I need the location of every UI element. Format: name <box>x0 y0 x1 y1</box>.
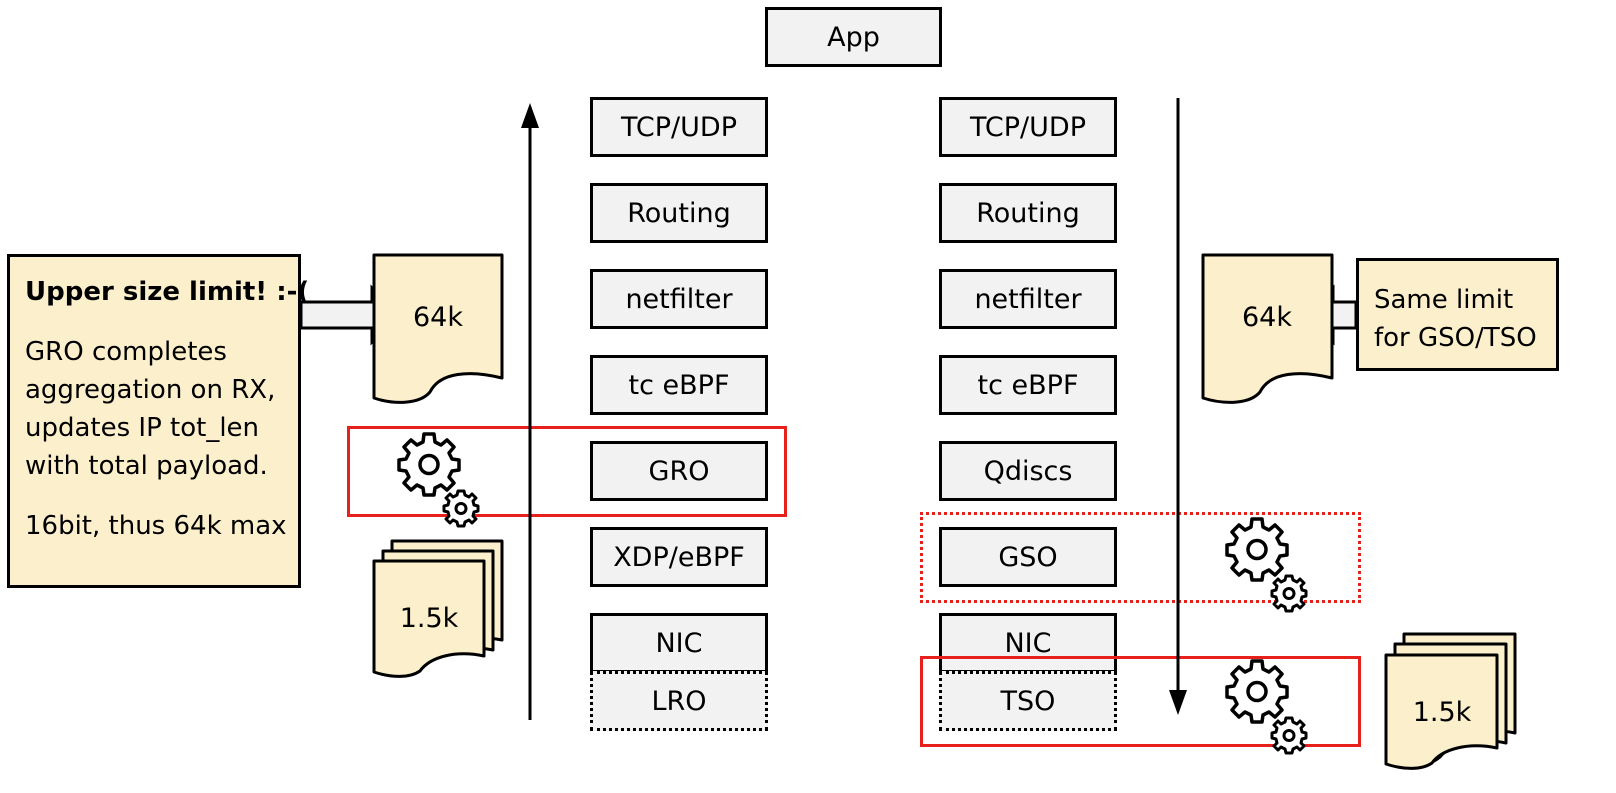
rx-layer-tcp-udp: TCP/UDP <box>590 97 768 157</box>
rx-layer-nic: NIC <box>590 613 768 673</box>
tx-segment-packets-document: 1.5k <box>1384 632 1517 770</box>
rx-note-footer: 16bit, thus 64k max <box>25 511 287 541</box>
tx-layer-tcp-udp: TCP/UDP <box>939 97 1117 157</box>
rx-layer-routing: Routing <box>590 183 768 243</box>
tx-direction-arrow <box>1169 98 1187 715</box>
tx-layer-gso: GSO <box>939 527 1117 587</box>
gear-icon <box>1225 659 1308 755</box>
tx-note-line-2: for GSO/TSO <box>1374 323 1537 353</box>
rx-note-line-1: GRO completes <box>25 337 227 367</box>
rx-size-limit-note: Upper size limit! :-( GRO completes aggr… <box>7 254 310 588</box>
tx-layer-nic: NIC <box>939 613 1117 673</box>
tx-segment-size-label: 1.5k <box>1413 697 1472 728</box>
tx-same-limit-note: Same limit for GSO/TSO <box>1356 258 1559 371</box>
tx-aggregate-size-label: 64k <box>1242 302 1292 333</box>
rx-note-line-4: with total payload. <box>25 451 268 481</box>
gro-highlight-frame <box>347 426 787 517</box>
tx-layer-qdiscs: Qdiscs <box>939 441 1117 501</box>
rx-direction-arrow <box>521 103 539 720</box>
rx-layer-tc-ebpf: tc eBPF <box>590 355 768 415</box>
rx-aggregate-size-label: 64k <box>413 302 463 333</box>
gear-icon <box>397 432 480 528</box>
tx-layer-netfilter: netfilter <box>939 269 1117 329</box>
gear-icon <box>1225 517 1308 613</box>
tx-layer-tso: TSO <box>939 671 1117 731</box>
tx-layer-routing: Routing <box>939 183 1117 243</box>
tx-aggregate-packet-document: 64k <box>1201 253 1334 404</box>
rx-segment-packets-document: 1.5k <box>372 539 504 678</box>
rx-segment-size-label: 1.5k <box>400 603 459 634</box>
tx-layer-tc-ebpf: tc eBPF <box>939 355 1117 415</box>
tso-highlight-frame <box>920 656 1361 747</box>
rx-note-line-3: updates IP tot_len <box>25 413 260 443</box>
gso-highlight-frame <box>920 512 1361 603</box>
rx-layer-lro: LRO <box>590 671 768 731</box>
rx-layer-gro: GRO <box>590 441 768 501</box>
rx-note-line-2: aggregation on RX, <box>25 375 276 405</box>
tx-note-line-1: Same limit <box>1374 285 1514 315</box>
app-box: App <box>765 7 942 67</box>
rx-note-title: Upper size limit! :-( <box>25 277 310 307</box>
rx-aggregate-packet-document: 64k <box>372 253 504 404</box>
rx-layer-netfilter: netfilter <box>590 269 768 329</box>
rx-layer-xdp-ebpf: XDP/eBPF <box>590 527 768 587</box>
